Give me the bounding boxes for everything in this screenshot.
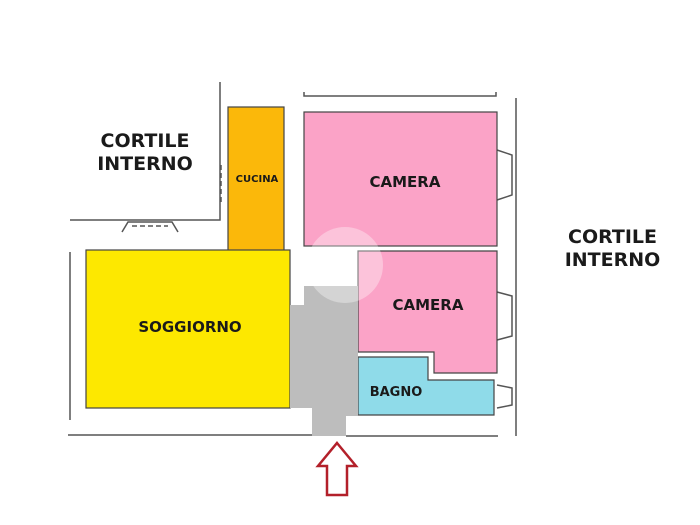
label-camera-2: CAMERA [392, 296, 464, 314]
label-cortile-right: CORTILE INTERNO [564, 226, 661, 271]
watermark [307, 227, 383, 303]
room-camera-1 [303, 111, 498, 247]
walls [68, 82, 517, 437]
room-corridoio [290, 286, 358, 436]
label-camera-1: CAMERA [369, 173, 441, 191]
label-cucina: CUCINA [235, 174, 279, 185]
room-soggiorno [85, 249, 291, 409]
entrance-arrow-icon [315, 441, 359, 497]
label-soggiorno: SOGGIORNO [138, 318, 242, 336]
label-cortile-left: CORTILE INTERNO [97, 130, 193, 175]
label-bagno: BAGNO [369, 385, 423, 400]
room-cucina [227, 106, 285, 253]
